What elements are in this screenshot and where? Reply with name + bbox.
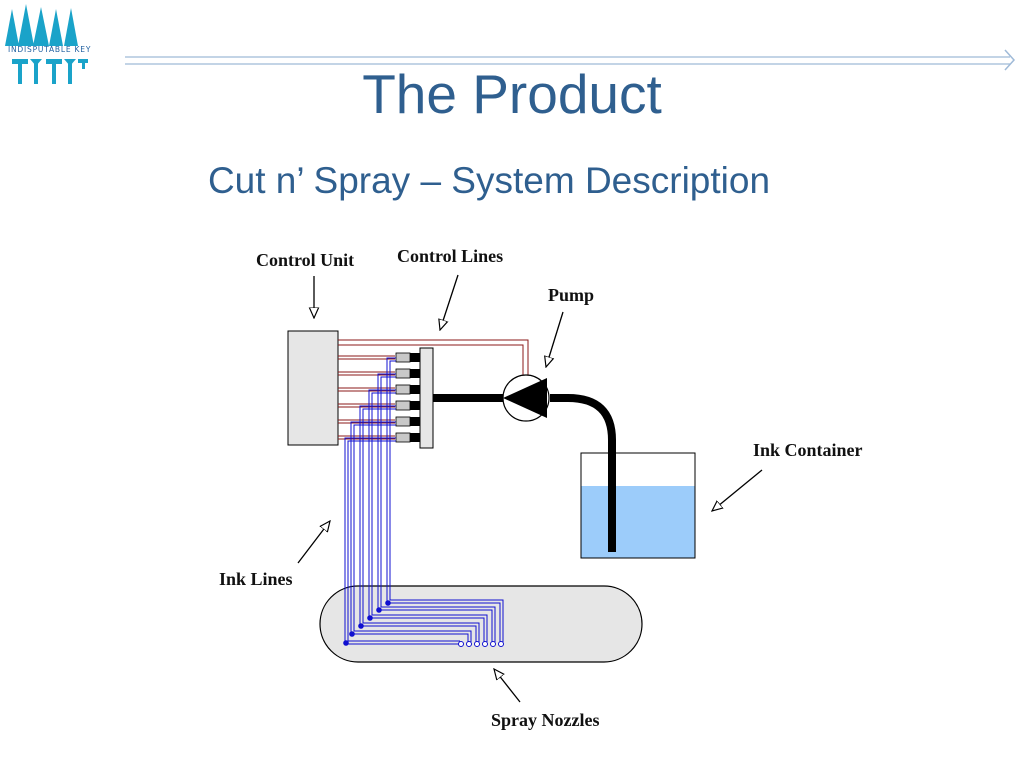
label-ink-container: Ink Container <box>753 440 863 460</box>
ink-level <box>581 486 695 558</box>
header-rule <box>125 49 1016 71</box>
valve-manifold <box>419 347 434 449</box>
ink-container <box>580 452 696 559</box>
nozzle-outlets <box>458 641 504 647</box>
page-title: The Product <box>362 63 662 125</box>
control-lines <box>338 339 529 440</box>
label-spray-nozzles: Spray Nozzles <box>491 710 599 730</box>
label-pump: Pump <box>548 285 594 305</box>
label-control-unit: Control Unit <box>256 250 354 270</box>
indisputable-key-logo <box>5 4 88 84</box>
spray-nozzle-points <box>343 600 391 646</box>
spray-bar <box>319 585 643 663</box>
control-unit-box <box>287 330 339 446</box>
label-pointers <box>297 274 763 703</box>
valves <box>395 352 420 443</box>
page-subtitle: Cut n’ Spray – System Description <box>207 160 771 201</box>
logo-text: INDISPUTABLE KEY <box>8 45 92 54</box>
pump-triangle <box>503 378 547 418</box>
label-ink-lines: Ink Lines <box>219 569 293 589</box>
supply-pipe <box>433 394 616 552</box>
label-control-lines: Control Lines <box>397 246 503 266</box>
